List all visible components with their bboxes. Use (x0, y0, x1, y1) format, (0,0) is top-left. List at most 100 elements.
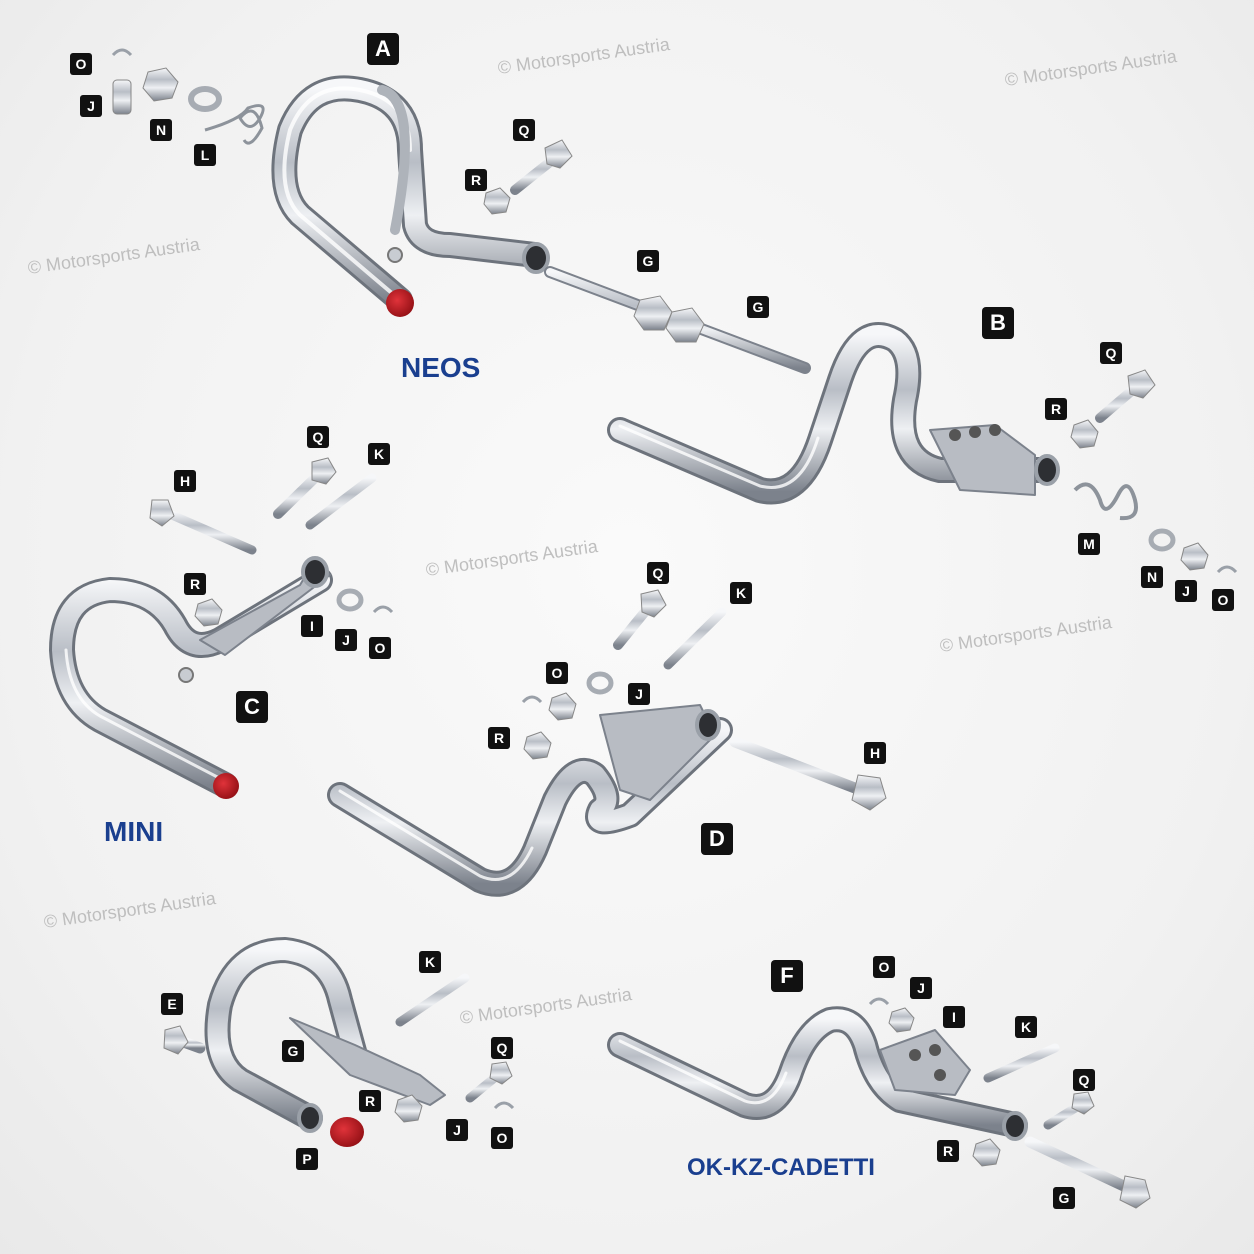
label-part-g: G (747, 296, 769, 318)
label-part-n: N (150, 119, 172, 141)
label-part-q: Q (647, 562, 669, 584)
bolt-q (613, 589, 667, 650)
assembly-mini-small-bar (204, 937, 446, 1147)
label-assembly-f: F (771, 960, 803, 992)
label-part-q: Q (1073, 1069, 1095, 1091)
nut-r (1070, 419, 1099, 449)
bolt-q (1095, 369, 1156, 423)
washer (1148, 528, 1176, 552)
label-part-q: Q (307, 426, 329, 448)
assembly-a-hardware (111, 48, 811, 374)
bolt-q (1043, 1091, 1095, 1130)
label-part-j: J (910, 977, 932, 999)
assembly-f-hardware (868, 997, 1151, 1209)
label-part-r: R (359, 1090, 381, 1112)
nut-n (142, 67, 179, 102)
spring-m (1073, 482, 1138, 521)
assembly-c-hardware (149, 457, 394, 627)
bolt-q (465, 1061, 513, 1103)
bolt-h (149, 499, 257, 555)
label-part-q: Q (491, 1037, 513, 1059)
label-part-o: O (491, 1127, 513, 1149)
label-part-r: R (465, 169, 487, 191)
label-part-o: O (369, 637, 391, 659)
red-end-cap (213, 773, 239, 799)
label-assembly-a: A (367, 33, 399, 65)
label-part-j: J (80, 95, 102, 117)
label-part-j: J (335, 629, 357, 651)
spring-l (204, 104, 265, 145)
label-part-r: R (184, 573, 206, 595)
label-part-q: Q (1100, 342, 1122, 364)
label-part-h: H (864, 742, 886, 764)
label-part-h: H (174, 470, 196, 492)
nut-j (888, 1007, 915, 1033)
label-part-o: O (873, 956, 895, 978)
label-part-g: G (1053, 1187, 1075, 1209)
circlip-o (372, 605, 394, 614)
washer (188, 86, 222, 112)
label-part-o: O (1212, 589, 1234, 611)
label-part-k: K (368, 443, 390, 465)
circlip-o (493, 1101, 515, 1110)
tie-rod-g (544, 266, 811, 374)
label-part-r: R (488, 727, 510, 749)
title-neos: NEOS (401, 352, 481, 383)
label-assembly-c: C (236, 691, 268, 723)
spacer-j (548, 692, 577, 721)
nut-r (194, 598, 223, 627)
label-part-g: G (282, 1040, 304, 1062)
pin-k (305, 473, 377, 530)
assembly-c-bar (49, 556, 333, 799)
nut-j (1180, 542, 1209, 571)
spacer-j (112, 79, 132, 115)
bolt-q (510, 139, 573, 195)
label-part-r: R (1045, 398, 1067, 420)
label-assembly-b: B (982, 307, 1014, 339)
label-part-e: E (161, 993, 183, 1015)
label-part-o: O (546, 662, 568, 684)
bolt-q (273, 457, 337, 519)
red-end-cap (386, 289, 414, 317)
label-part-o: O (70, 53, 92, 75)
circlip-o (1216, 565, 1238, 574)
label-part-p: P (296, 1148, 318, 1170)
nut-r (972, 1138, 1001, 1167)
label-part-j: J (446, 1119, 468, 1141)
title-mini: MINI (104, 816, 164, 847)
assembly-d-bar (327, 704, 733, 897)
label-part-g: G (637, 250, 659, 272)
label-part-k: K (1015, 1016, 1037, 1038)
assembly-d-hardware (521, 589, 887, 811)
title-ok-kz-cadetti: OK-KZ-CADETTI (687, 1154, 875, 1181)
label-part-l: L (194, 144, 216, 166)
circlip-o (868, 997, 890, 1006)
label-part-n: N (1141, 566, 1163, 588)
assembly-mini-small-hardware (163, 973, 515, 1123)
bolt-h (729, 736, 887, 811)
label-assembly-d: D (701, 823, 733, 855)
pin-k (663, 607, 727, 670)
assembly-a-bar (271, 75, 550, 317)
circlip-o (521, 695, 543, 704)
bolt-g (1024, 1136, 1151, 1209)
label-part-i: I (301, 615, 323, 637)
red-end-cap-p (330, 1117, 364, 1147)
washer-i (336, 588, 364, 612)
bolt-e (163, 1025, 206, 1055)
nut-r (523, 731, 552, 760)
circlip-o (111, 48, 133, 57)
pin-k (983, 1043, 1060, 1083)
assembly-b-bar (607, 322, 1060, 505)
nut-r (483, 187, 511, 215)
nut-r (394, 1094, 423, 1123)
label-part-k: K (419, 951, 441, 973)
label-part-j: J (628, 683, 650, 705)
assembly-b-hardware (1070, 369, 1238, 574)
washer (586, 671, 614, 695)
label-part-j: J (1175, 580, 1197, 602)
label-part-r: R (937, 1140, 959, 1162)
pin-k (395, 973, 470, 1027)
